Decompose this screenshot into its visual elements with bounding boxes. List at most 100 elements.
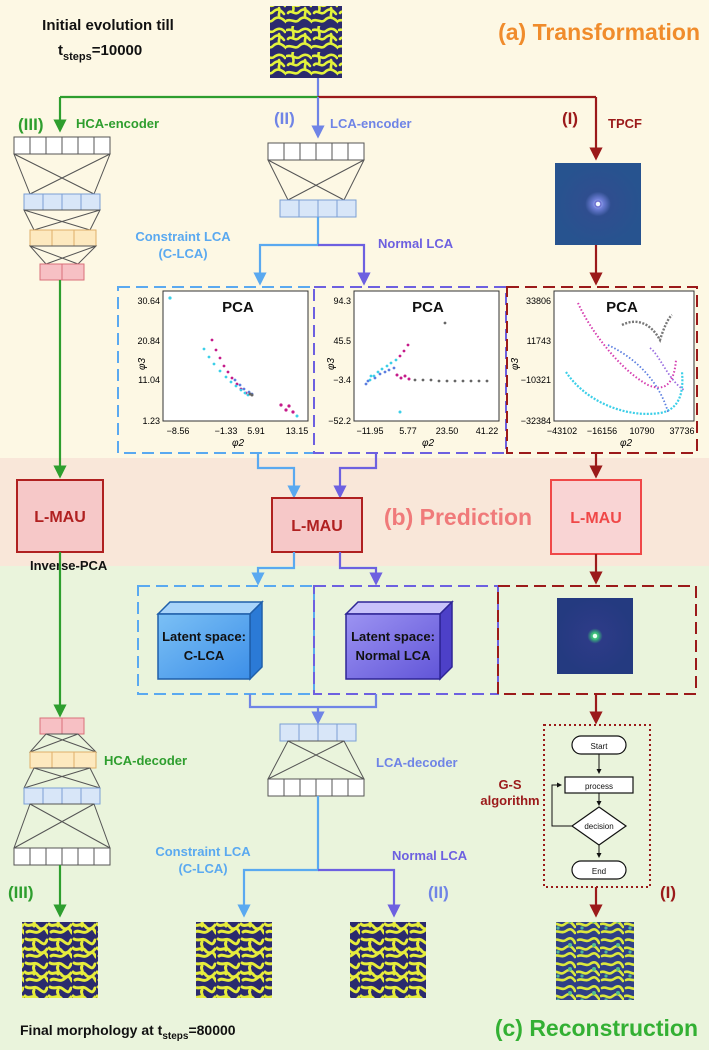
numeral-ii-bottom: (II) bbox=[428, 883, 449, 902]
arrow-lmau-inverse-clca bbox=[251, 552, 296, 586]
pca2-xtick-4: 41.22 bbox=[476, 426, 499, 436]
pca1-ytick-1: 30.64 bbox=[137, 296, 160, 306]
final-morphology-tpcf bbox=[556, 922, 634, 1000]
pca1-xtick-2: −1.33 bbox=[215, 426, 238, 436]
final-morphology-normal bbox=[350, 922, 426, 998]
arrow-lmau-inverse-normal bbox=[338, 552, 383, 586]
latent-cube-normal: Latent space: Normal LCA bbox=[344, 600, 454, 681]
lmau-lca-label: L-MAU bbox=[291, 518, 343, 535]
section-title-prediction: (b) Prediction bbox=[384, 504, 532, 530]
gs-decision-text: decision bbox=[584, 822, 613, 831]
pca1-ylabel: φ3 bbox=[137, 358, 148, 371]
numeral-i-bottom: (I) bbox=[660, 883, 676, 902]
constraint-lca-label-1: Constraint LCA bbox=[135, 229, 231, 244]
pca1-xtick-4: 13.15 bbox=[286, 426, 309, 436]
pca1-xlabel: φ2 bbox=[232, 438, 245, 449]
pca3-ylabel: φ3 bbox=[510, 358, 521, 371]
lmau-lca: L-MAU bbox=[271, 497, 363, 553]
numeral-iii-bottom: (III) bbox=[8, 883, 34, 902]
arrow-decoder-normal bbox=[318, 868, 401, 918]
tpcf-center-dot bbox=[594, 200, 602, 208]
pca2-xlabel: φ2 bbox=[422, 438, 435, 449]
gs-end-node bbox=[571, 860, 627, 880]
bottom-constraint-lca-1: Constraint LCA bbox=[155, 844, 251, 859]
lca-decoder-network bbox=[267, 723, 365, 797]
pca3-ytick-3: −10321 bbox=[521, 375, 551, 385]
hca-decoder-network bbox=[13, 717, 111, 866]
lmau-hca-label: L-MAU bbox=[34, 509, 86, 526]
pca-title-2: PCA bbox=[412, 299, 444, 316]
numeral-iii-top: (III) bbox=[18, 115, 44, 134]
arrow-normal-lca bbox=[318, 243, 371, 286]
section-title-transformation: (a) Transformation bbox=[498, 19, 700, 45]
final-morphology-clca bbox=[196, 922, 272, 998]
latent-clca-line2: C-LCA bbox=[184, 648, 225, 663]
arrow-decoder-clca bbox=[237, 796, 320, 918]
pca2-xtick-1: −11.95 bbox=[356, 426, 383, 436]
pca1-ytick-2: 20.84 bbox=[137, 336, 160, 346]
normal-lca-label: Normal LCA bbox=[378, 236, 454, 251]
bottom-constraint-lca-2: (C-LCA) bbox=[178, 861, 227, 876]
pca-plot-constraint: PCA 30.64 20.84 11.04 1.23 φ3 −8.56 −1.3… bbox=[137, 290, 309, 449]
initial-morphology-image bbox=[270, 6, 342, 78]
lca-encoder-network bbox=[267, 142, 365, 218]
pca2-ytick-2: 45.5 bbox=[333, 336, 351, 346]
pca3-xtick-2: −16156 bbox=[587, 426, 617, 436]
pca1-ytick-4: 1.23 bbox=[142, 416, 160, 426]
inverse-pca-label: Inverse-PCA bbox=[30, 558, 108, 573]
lmau-hca: L-MAU bbox=[16, 479, 104, 553]
gs-label-line2: algorithm bbox=[480, 793, 539, 808]
lca-decoder-label: LCA-decoder bbox=[376, 755, 458, 770]
pca2-xtick-2: 5.77 bbox=[399, 426, 417, 436]
hca-encoder-label: HCA-encoder bbox=[76, 116, 159, 131]
latent-cube-clca: Latent space: C-LCA bbox=[156, 600, 264, 681]
pca-title-3: PCA bbox=[606, 299, 638, 316]
pca2-xtick-3: 23.50 bbox=[436, 426, 459, 436]
pca3-ytick-4: −32384 bbox=[521, 416, 551, 426]
pca1-ytick-3: 11.04 bbox=[138, 375, 160, 385]
pca3-xlabel: φ2 bbox=[620, 438, 633, 449]
pca2-ylabel: φ3 bbox=[326, 358, 337, 371]
pca1-xtick-3: 5.91 bbox=[247, 426, 265, 436]
latent-container-clca bbox=[137, 585, 315, 695]
pca3-ytick-2: 11743 bbox=[527, 336, 551, 346]
pca3-xtick-1: −43102 bbox=[547, 426, 577, 436]
pca2-ytick-4: −52.2 bbox=[328, 416, 351, 426]
tpcf-reconstructed-dot bbox=[591, 632, 599, 640]
gs-start-text: Start bbox=[591, 742, 609, 751]
arrow-constraint-lca bbox=[253, 217, 320, 286]
latent-normal-line1: Latent space: bbox=[351, 629, 435, 644]
latent-normal-line2: Normal LCA bbox=[355, 648, 431, 663]
initial-text-line1: Initial evolution till bbox=[42, 17, 174, 34]
lmau-tpcf-label: L-MAU bbox=[570, 510, 622, 527]
pca-container-normal bbox=[313, 286, 507, 454]
hca-decoder-label: HCA-decoder bbox=[104, 753, 187, 768]
constraint-lca-label-2: (C-LCA) bbox=[158, 246, 207, 261]
lmau-tpcf: L-MAU bbox=[550, 479, 642, 555]
arrow-pca2-lmau bbox=[333, 453, 378, 499]
pca2-ytick-3: −3.4 bbox=[333, 375, 351, 385]
numeral-ii-top: (II) bbox=[274, 109, 295, 128]
pca3-xtick-3: 10790 bbox=[629, 426, 654, 436]
pca-title-1: PCA bbox=[222, 299, 254, 316]
numeral-i-top: (I) bbox=[562, 109, 578, 128]
hca-encoder-network bbox=[13, 136, 111, 281]
pca-container-tpcf bbox=[506, 286, 698, 454]
arrow-pca1-lmau bbox=[256, 453, 301, 499]
tpcf-label: TPCF bbox=[608, 116, 642, 131]
bottom-normal-lca: Normal LCA bbox=[392, 848, 468, 863]
section-title-reconstruction: (c) Reconstruction bbox=[495, 1015, 698, 1041]
pca-plot-normal: PCA 94.3 45.5 −3.4 −52.2 φ3 −11.95 5.77 … bbox=[326, 290, 500, 449]
gs-end-text: End bbox=[592, 867, 606, 876]
gs-label-line1: G-S bbox=[498, 777, 521, 792]
final-morphology-hca bbox=[22, 922, 98, 998]
pca1-xtick-1: −8.56 bbox=[167, 426, 190, 436]
pca-plot-tpcf: PCA 33806 11743 −10321 −32384 φ3 −43102 … bbox=[510, 290, 695, 449]
initial-text-line2: tsteps=10000 bbox=[58, 42, 142, 63]
pca3-xtick-4: 37736 bbox=[669, 426, 694, 436]
gs-process-text: process bbox=[585, 782, 613, 791]
pca2-ytick-1: 94.3 bbox=[333, 296, 351, 306]
latent-clca-line1: Latent space: bbox=[162, 629, 246, 644]
